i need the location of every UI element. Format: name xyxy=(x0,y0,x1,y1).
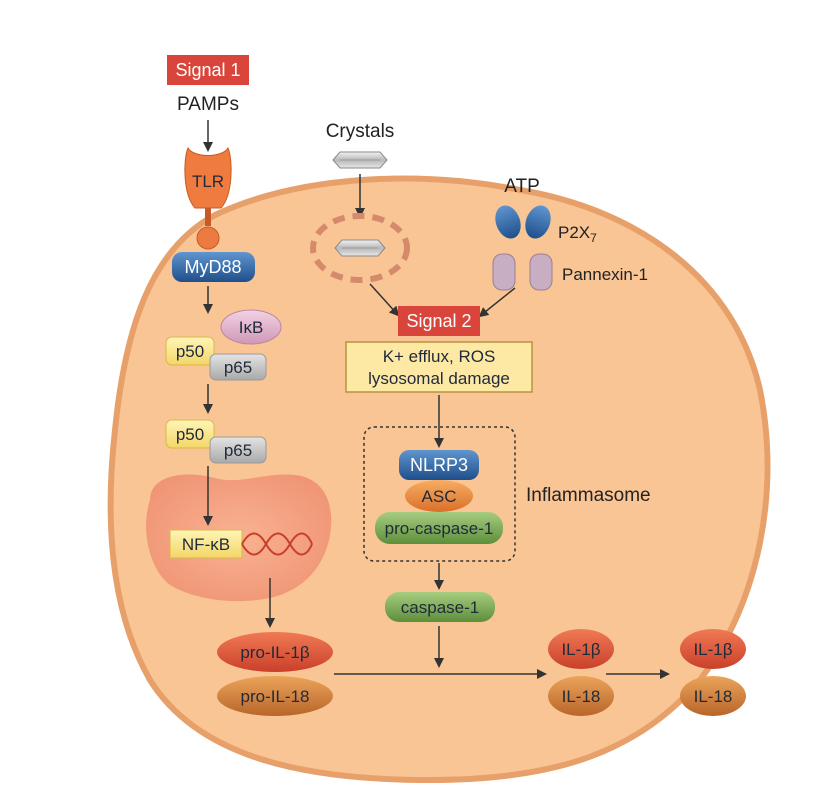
il18-outside-label: IL-18 xyxy=(694,687,733,706)
p50-node-b xyxy=(165,419,215,449)
pannexin-label: Pannexin-1 xyxy=(562,265,648,284)
nlrp3-label: NLRP3 xyxy=(410,455,468,475)
nfkb-label: NF-κB xyxy=(182,535,230,554)
pro-il18-node xyxy=(217,676,333,716)
pro-il1b-label: pro-IL-1β xyxy=(240,643,310,662)
myd88-label: MyD88 xyxy=(184,257,241,277)
il1b-inside-node xyxy=(548,629,614,669)
arrow-atp-signal2 xyxy=(478,287,516,318)
signal1-label: Signal 1 xyxy=(175,60,240,80)
p65-node-a xyxy=(209,353,267,381)
pro-caspase-node xyxy=(375,512,503,544)
ikb-label: IκB xyxy=(239,318,264,337)
asc-label: ASC xyxy=(422,487,457,506)
pamps-label: PAMPs xyxy=(177,94,239,115)
pro-il18-label: pro-IL-18 xyxy=(241,687,310,706)
il18-outside-node xyxy=(680,676,746,716)
p50-label-b: p50 xyxy=(176,425,204,444)
p65-label-a: p65 xyxy=(224,358,252,377)
dna-helix-strand xyxy=(241,532,313,556)
crystal-internalized-icon xyxy=(334,239,386,257)
stress-line1: K+ efflux, ROS xyxy=(383,347,496,366)
arrow-lysosome-signal2 xyxy=(369,283,400,317)
p50-label-a: p50 xyxy=(176,342,204,361)
tlr-stalk xyxy=(205,208,211,226)
caspase-label: caspase-1 xyxy=(401,598,479,617)
pro-caspase-label: pro-caspase-1 xyxy=(385,519,494,538)
ikb-node xyxy=(220,309,282,345)
p2x7-receptor xyxy=(495,205,551,239)
p65-label-b: p65 xyxy=(224,441,252,460)
il18-inside-label: IL-18 xyxy=(562,687,601,706)
p2x7-label: P2X7 xyxy=(558,223,597,245)
p65-node-b xyxy=(209,436,267,464)
caspase-node xyxy=(385,592,495,622)
stress-line2: lysosomal damage xyxy=(368,369,510,388)
crystal-icon xyxy=(332,151,388,169)
tlr-label: TLR xyxy=(192,172,224,191)
tlr-tir-domain xyxy=(196,226,220,250)
crystals-label: Crystals xyxy=(326,121,395,142)
nlrp3-node xyxy=(399,450,479,480)
nfkb-node xyxy=(169,529,243,559)
myd88-node xyxy=(172,252,255,282)
asc-node xyxy=(405,480,473,512)
signal2-label: Signal 2 xyxy=(406,311,471,331)
il1b-outside-node xyxy=(680,629,746,669)
il18-inside-node xyxy=(548,676,614,716)
stress-box xyxy=(345,341,533,393)
pro-il1b-node xyxy=(217,632,333,672)
dna-helix xyxy=(241,532,313,556)
pannexin-channel xyxy=(492,253,553,291)
il1b-inside-label: IL-1β xyxy=(561,640,600,659)
tlr-receptor xyxy=(184,146,232,209)
lysosome-membrane xyxy=(310,213,410,283)
p50-node-a xyxy=(165,336,215,366)
signal1-badge xyxy=(167,55,249,85)
atp-label: ATP xyxy=(504,176,540,197)
signal2-badge xyxy=(398,306,480,336)
il1b-outside-label: IL-1β xyxy=(693,640,732,659)
inflammasome-label: Inflammasome xyxy=(526,485,651,506)
